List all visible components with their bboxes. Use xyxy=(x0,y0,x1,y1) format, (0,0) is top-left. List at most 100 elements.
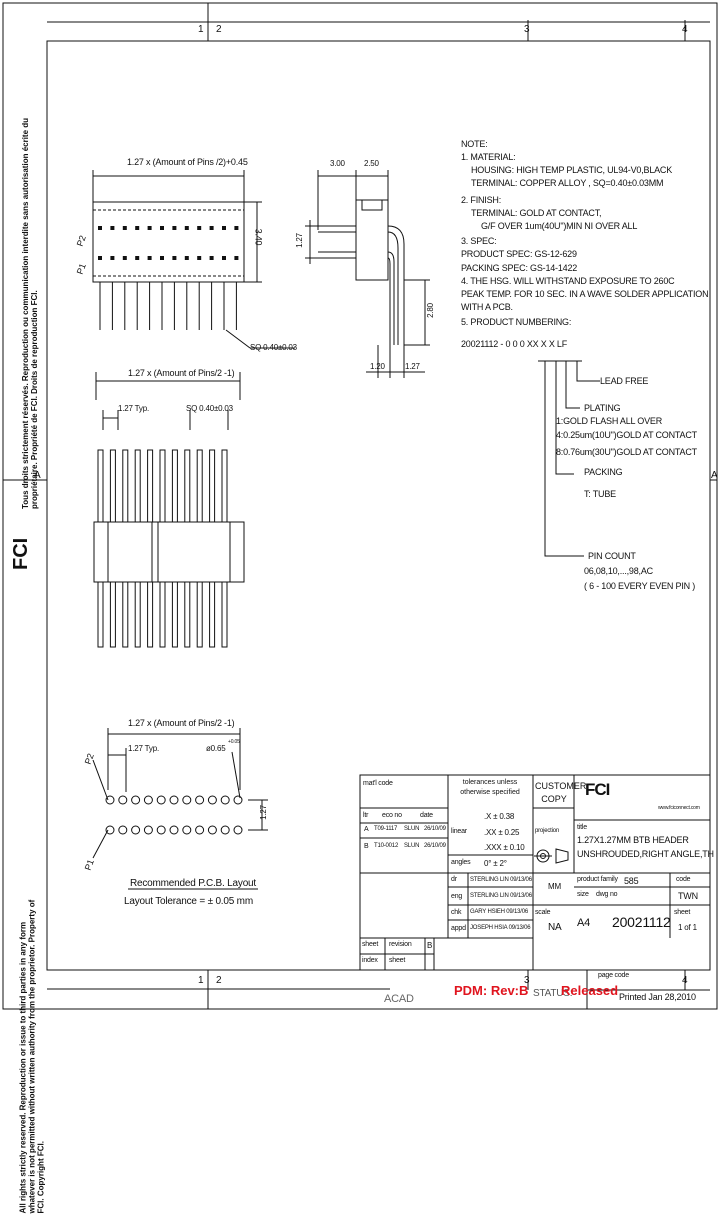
pcb-dim-hole: ø0.65 xyxy=(206,744,226,753)
topview-contact xyxy=(222,226,226,230)
tb-dwg-no: 20021112 xyxy=(612,914,671,930)
pcb-hole xyxy=(156,825,166,835)
frontview-pin xyxy=(147,581,154,648)
frontview-pin xyxy=(97,581,104,648)
tb-printed: Printed Jan 28,2010 xyxy=(619,992,696,1002)
frontview-pin xyxy=(171,581,178,648)
tb-website: www.fciconnect.com xyxy=(658,805,700,811)
topview-contact xyxy=(160,226,164,230)
pcb-hole xyxy=(182,795,192,805)
topview-contact xyxy=(222,256,226,260)
topview-contact xyxy=(197,226,202,230)
frontview-pin xyxy=(221,449,228,523)
tb-units: MM xyxy=(548,882,561,891)
pcb-hole xyxy=(220,795,230,805)
note-line: TERMINAL: GOLD AT CONTACT, xyxy=(471,208,602,218)
topview-contact xyxy=(197,256,202,260)
zone-side-a-left: A xyxy=(34,470,41,481)
tb-rev-col-eco: eco no xyxy=(382,812,402,819)
tb-rev-a-date: 26/10/09 xyxy=(424,826,446,832)
numbering-plating-1: 1:GOLD FLASH ALL OVER xyxy=(556,416,663,426)
numbering-lead-free: LEAD FREE xyxy=(600,376,649,386)
tb-product-family: 585 xyxy=(624,876,639,886)
tb-chk-label: chk xyxy=(451,909,462,916)
frontview-pin xyxy=(97,449,104,523)
note-line: PRODUCT SPEC: GS-12-629 xyxy=(461,249,577,259)
topview-contact xyxy=(147,256,152,260)
tb-rev-a-ltr: A xyxy=(364,826,369,833)
tb-projection-label: projection xyxy=(535,828,560,834)
tb-index-sheet-label: sheet xyxy=(389,957,406,964)
sideview-dim-250: 2.50 xyxy=(364,159,379,168)
fci-logo-text: FCI xyxy=(585,780,610,799)
frontview-pin xyxy=(196,449,203,523)
tb-revision-label: revision xyxy=(389,941,412,948)
fci-logo-side-text: FCI xyxy=(10,537,32,570)
frontview-pin xyxy=(184,581,191,648)
tb-rev-a-by: SLUN xyxy=(404,826,420,832)
pcb-hole xyxy=(169,825,179,835)
tb-dwg-no-label: dwg no xyxy=(596,891,618,898)
numbering-plating-4: 4:0.25um(10U")GOLD AT CONTACT xyxy=(556,430,697,440)
pcb-caption-tolerance: Layout Tolerance = ± 0.05 mm xyxy=(124,896,253,907)
tb-eng: STERLING LIN 09/13/06 xyxy=(470,893,532,899)
frontview-pin xyxy=(109,581,116,648)
pcb-hole xyxy=(195,825,205,835)
tb-page-code-label: page code xyxy=(598,972,629,979)
pcb-hole xyxy=(118,825,128,835)
numbering-pin-count: PIN COUNT xyxy=(588,551,636,561)
frontview-pin xyxy=(134,449,141,523)
frontview-pin xyxy=(109,449,116,523)
pcb-hole xyxy=(220,825,230,835)
frontview-dim-length: 1.27 x (Amount of Pins/2 -1) xyxy=(128,368,235,378)
tb-chk: GARY HSIEH 09/13/06 xyxy=(470,909,529,915)
topview-contact xyxy=(172,226,177,230)
frontview-pin xyxy=(184,449,191,523)
tb-size: A4 xyxy=(577,917,591,929)
tb-rev-b-ltr: B xyxy=(364,843,369,850)
tb-sheet: 1 of 1 xyxy=(678,923,697,932)
drawing-linework xyxy=(2,2,718,1010)
numbering-packing: PACKING xyxy=(584,467,623,477)
sideview-dim-127b: 1.27 xyxy=(405,362,420,371)
numbering-pin-count-range: ( 6 - 100 EVERY EVEN PIN ) xyxy=(584,581,696,591)
pcb-hole xyxy=(105,795,115,805)
note-line: 2. FINISH: xyxy=(461,195,502,205)
tb-rev-b-by: SLUN xyxy=(404,843,420,849)
frontview-pin xyxy=(122,581,129,648)
tb-title-label: title xyxy=(577,824,587,831)
tb-revision: B xyxy=(427,941,433,950)
pcb-hole xyxy=(207,795,217,805)
pcb-hole xyxy=(156,795,166,805)
frontview-pin xyxy=(196,581,203,648)
numbering-pin-count-list: 06,08,10,...,98,AC xyxy=(584,566,653,576)
pcb-hole xyxy=(233,825,243,835)
frontview-pin xyxy=(171,449,178,523)
tb-tol-xx: .XX ± 0.25 xyxy=(484,828,520,837)
sideview-dim-300: 3.00 xyxy=(330,159,345,168)
tb-code-label: code xyxy=(676,876,691,883)
sideview-dim-280: 2.80 xyxy=(425,303,435,318)
pcb-hole xyxy=(233,795,243,805)
tb-size-label: size xyxy=(577,891,589,898)
sideview-dim-120: 1.20 xyxy=(370,362,385,371)
pcb-hole xyxy=(105,825,115,835)
tb-sheet-label: sheet xyxy=(674,909,691,916)
topview-dim-sq: SQ 0.40±0.03 xyxy=(250,343,297,352)
frontview-pin xyxy=(134,581,141,648)
pcb-hole xyxy=(182,825,192,835)
status-released: Released xyxy=(561,983,619,998)
zone-bottom-4: 4 xyxy=(682,975,688,986)
frontview-dim-sq: SQ 0.40±0.03 xyxy=(186,404,233,413)
frontview-dim-pitch: 1.27 Typ. xyxy=(118,404,149,413)
tb-customer-copy: CUSTOMER COPY xyxy=(535,781,587,804)
pcb-hole xyxy=(207,825,217,835)
topview-contact xyxy=(209,256,214,260)
frontview-pin xyxy=(209,581,216,648)
zone-top-3: 3 xyxy=(524,24,530,35)
zone-side-a-right: A xyxy=(711,470,718,481)
topview-contact xyxy=(110,256,115,260)
tb-tol-angles-label: angles xyxy=(451,859,471,866)
pcb-hole xyxy=(131,825,141,835)
pcb-hole xyxy=(195,795,205,805)
